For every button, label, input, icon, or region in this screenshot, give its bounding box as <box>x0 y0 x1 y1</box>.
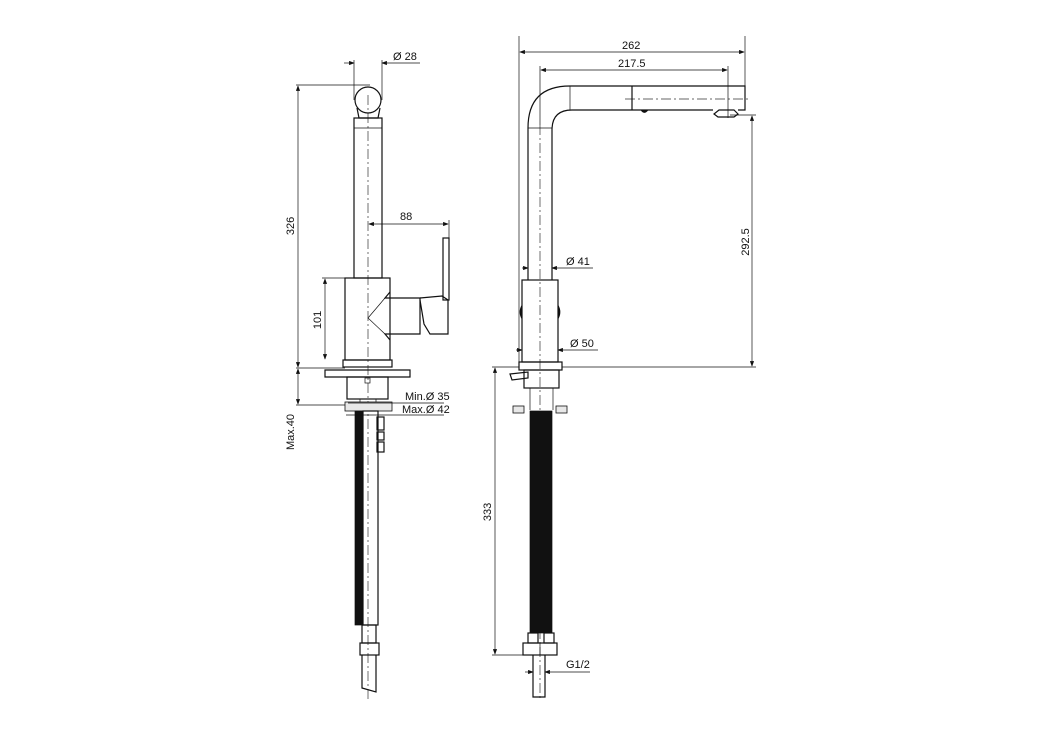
base-ring <box>342 359 393 368</box>
hose-nut <box>359 642 380 656</box>
dim-handle-reach: 88 <box>400 211 412 223</box>
spout-outer <box>527 85 746 280</box>
spray-head-nozzle <box>713 109 739 118</box>
braided-hose <box>354 410 364 626</box>
dim-hole-min: Min.Ø 35 <box>405 391 450 403</box>
dim-hose-length: 333 <box>482 503 494 521</box>
dim-tube-diameter: Ø 41 <box>566 256 590 268</box>
front-view: 262 217.5 292.5 Ø 41 Ø 50 333 G1/2 <box>482 36 756 700</box>
front-base-ring <box>518 361 563 371</box>
under-body <box>346 376 389 400</box>
spout-inner <box>551 109 713 280</box>
dim-overall-reach: 262 <box>622 40 640 52</box>
deck-plate <box>324 369 411 378</box>
dim-spout-height: 292.5 <box>740 228 752 256</box>
supply-pipe <box>362 410 379 626</box>
lever-arm <box>383 291 421 341</box>
hose-tail <box>361 655 377 693</box>
cartridge-cap <box>419 295 449 335</box>
dim-body-height: 101 <box>312 311 324 329</box>
dim-spout-reach: 217.5 <box>618 58 646 70</box>
dim-spout-diameter: Ø 28 <box>393 51 417 63</box>
front-hose-tail <box>532 655 546 698</box>
dim-base-diameter: Ø 50 <box>570 338 594 350</box>
hose-fitting <box>361 624 377 644</box>
dim-height: 326 <box>285 217 297 235</box>
spout-head <box>354 86 382 114</box>
handle-plate <box>442 237 450 301</box>
dim-thread: G1/2 <box>566 659 590 671</box>
front-braided-hose <box>529 410 553 634</box>
mixer-body <box>344 277 391 361</box>
dim-deck-thickness: Max.40 <box>285 414 297 450</box>
dim-hole-max: Max.Ø 42 <box>402 404 450 416</box>
side-view: 326 Max.40 Ø 28 88 101 Min.Ø 35 Max.Ø 42 <box>285 51 450 700</box>
